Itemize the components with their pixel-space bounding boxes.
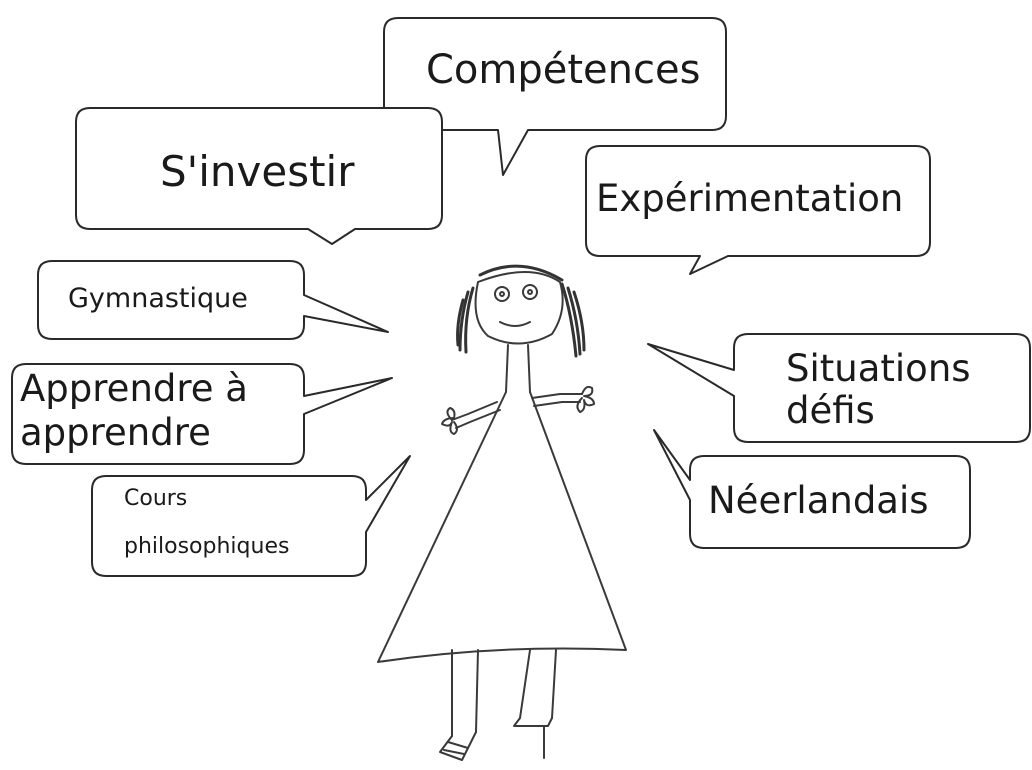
label-gymnastique: Gymnastique bbox=[68, 283, 248, 314]
child-dress bbox=[377, 391, 627, 663]
label-situations-line1: Situations bbox=[786, 347, 971, 390]
label-apprendre-line1: Apprendre à bbox=[20, 367, 248, 410]
bubble-competences-shape bbox=[383, 17, 727, 176]
child-hand-right bbox=[576, 385, 595, 413]
child-leg-right bbox=[519, 649, 531, 719]
child-foot-left bbox=[439, 731, 477, 761]
label-cours-line1: Cours bbox=[124, 486, 188, 511]
child-arm-right bbox=[531, 393, 583, 399]
bubble-apprendre-shape bbox=[11, 363, 393, 465]
child-hand-left bbox=[441, 407, 458, 435]
child-eye-left bbox=[494, 286, 510, 302]
label-situations-line2: défis bbox=[786, 389, 875, 432]
label-competences: Compétences bbox=[426, 47, 701, 93]
child-head bbox=[474, 271, 564, 345]
child-drawing-figure bbox=[377, 264, 627, 761]
child-arm-left bbox=[451, 401, 498, 421]
child-foot-right bbox=[513, 717, 553, 759]
child-mouth bbox=[499, 321, 531, 327]
label-experimentation: Expérimentation bbox=[596, 177, 904, 220]
bubble-sinvestir-shape bbox=[75, 107, 443, 245]
label-neerlandais: Néerlandais bbox=[708, 479, 929, 522]
label-cours-line2: philosophiques bbox=[124, 534, 290, 559]
bubble-cours-shape bbox=[91, 455, 411, 577]
label-apprendre-line2: apprendre bbox=[20, 411, 211, 454]
label-sinvestir: S'investir bbox=[160, 147, 355, 196]
bubble-situations-shape bbox=[647, 333, 1031, 443]
bubble-experimentation-shape bbox=[585, 145, 931, 275]
child-eye-right bbox=[522, 284, 538, 300]
bubble-neerlandais-shape bbox=[653, 429, 971, 549]
bubble-gymnastique-shape bbox=[37, 260, 389, 340]
